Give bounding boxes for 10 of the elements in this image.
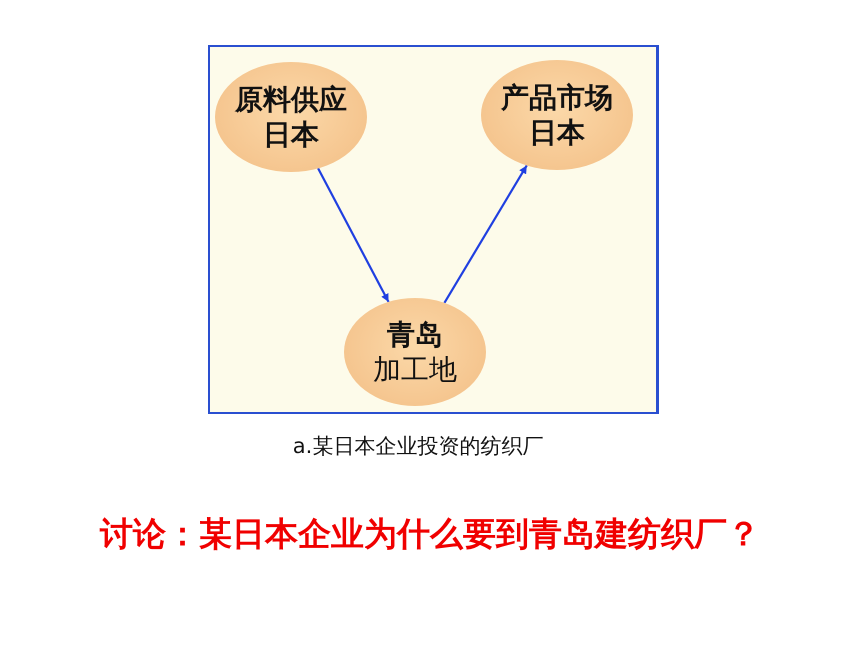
node-text: 青岛: [387, 317, 443, 352]
discussion-question: 讨论：某日本企业为什么要到青岛建纺织厂？: [98, 513, 761, 555]
node-text: 原料供应: [235, 82, 347, 117]
figure-caption: a.某日本企业投资的纺织厂: [292, 433, 544, 460]
node-text: 日本: [263, 117, 319, 152]
arrow: [317, 168, 390, 302]
node-text: 加工地: [373, 352, 457, 387]
node-text: 日本: [529, 115, 585, 150]
arrow: [444, 164, 528, 304]
node-text: 产品市场: [501, 80, 613, 115]
